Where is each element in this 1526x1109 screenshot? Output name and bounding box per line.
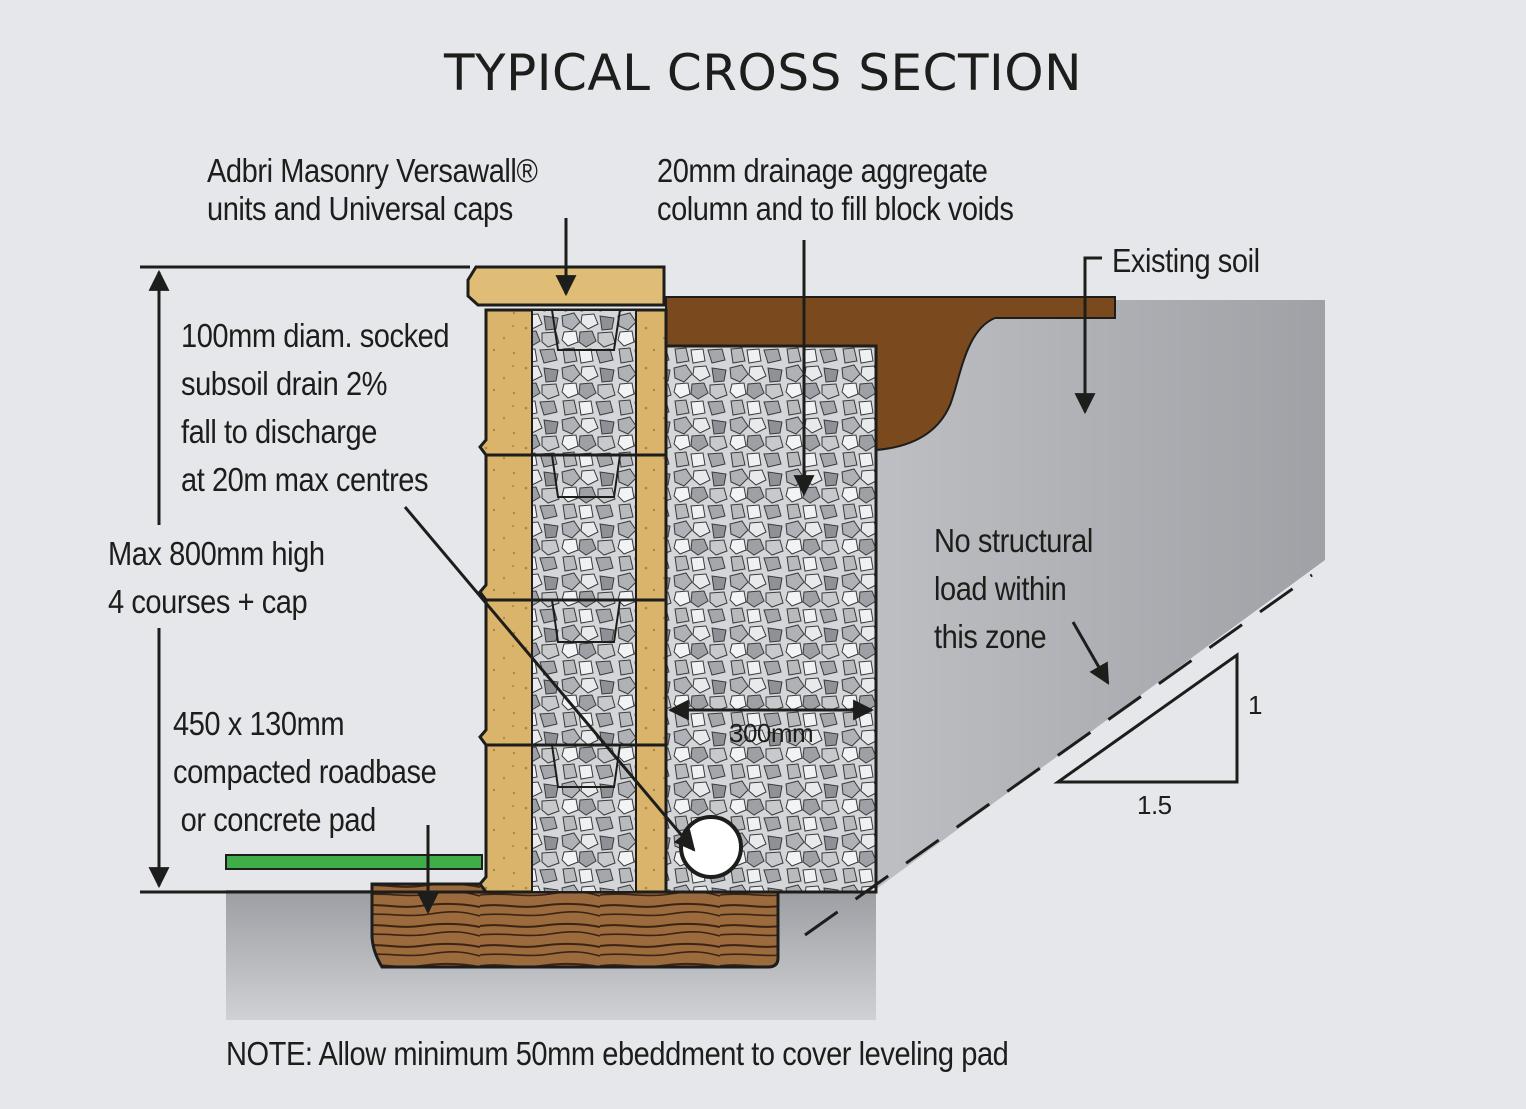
leveling-pad — [370, 882, 780, 969]
width-dimension-label: 300mm — [729, 718, 814, 748]
leader-arrows — [403, 218, 1110, 915]
grass-strip — [225, 854, 483, 870]
note-text: NOTE: Allow minimum 50mm ebeddment to co… — [226, 1035, 1009, 1072]
course-joints — [486, 453, 666, 747]
existing-soil-layer — [665, 296, 1116, 452]
zone-label: No structural load within this zone — [934, 522, 1093, 655]
slope-triangle — [1053, 652, 1239, 784]
slope-rise-label: 1 — [1248, 690, 1262, 720]
zone-boundary-line — [804, 573, 1313, 937]
block-units-label: Adbri Masonry Versawall® units and Unive… — [207, 152, 538, 227]
height-label: Max 800mm high 4 courses + cap — [108, 535, 325, 620]
diagram-title: TYPICAL CROSS SECTION — [443, 44, 1082, 102]
drain-label: 100mm diam. socked subsoil drain 2% fall… — [181, 317, 450, 498]
pad-label: 450 x 130mm compacted roadbase or concre… — [173, 705, 437, 838]
retained-soil — [800, 300, 1325, 945]
existing-soil-label: Existing soil — [1112, 242, 1260, 279]
slope-run-label: 1.5 — [1137, 790, 1172, 820]
drainage-aggregate — [664, 344, 878, 894]
block-connectors — [551, 309, 621, 788]
aggregate-label: 20mm drainage aggregate column and to fi… — [657, 152, 1014, 227]
